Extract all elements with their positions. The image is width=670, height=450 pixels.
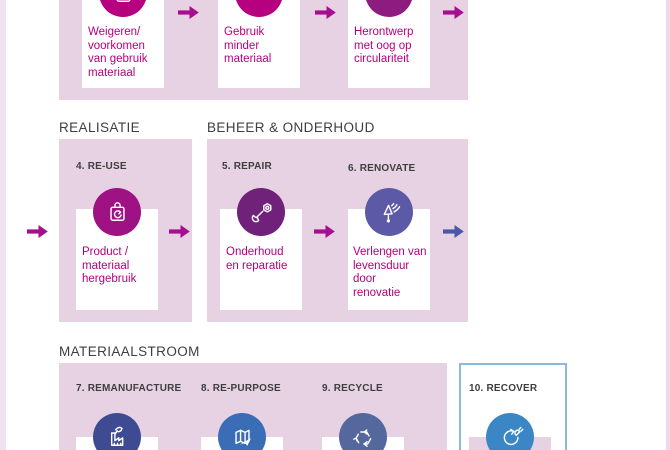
ruler-icon bbox=[244, 0, 275, 9]
redesign-circle bbox=[365, 0, 413, 17]
trowel-icon bbox=[383, 202, 400, 223]
flow-arrow-icon bbox=[177, 5, 200, 20]
flow-arrow-icon bbox=[168, 224, 191, 239]
repair-circle bbox=[237, 188, 285, 236]
redesign-icon bbox=[374, 0, 405, 9]
bag-icon bbox=[116, 0, 130, 2]
refuse-circle bbox=[99, 0, 147, 17]
bag-reuse-icon bbox=[109, 201, 125, 221]
card-label-re-use: 4. RE-USE bbox=[76, 161, 127, 172]
recycle-circle bbox=[339, 413, 387, 450]
factory-leaf-icon bbox=[110, 426, 123, 446]
section-title-materiaalstroom: MATERIAALSTROOM bbox=[59, 344, 200, 359]
flow-arrow-icon bbox=[442, 224, 465, 239]
frame-right-edge bbox=[666, 0, 670, 450]
card-refuse-desc: Weigeren/ voorkomen van gebruik materiaa… bbox=[88, 26, 148, 79]
re-purpose-circle bbox=[218, 413, 266, 450]
section-title-beheer-onderhoud: BEHEER & ONDERHOUD bbox=[207, 120, 375, 135]
card-label-repair: 5. REPAIR bbox=[222, 161, 272, 172]
flow-arrow-icon bbox=[26, 224, 49, 239]
wrench-nut-icon bbox=[251, 202, 272, 222]
card-re-use-desc: Product / materiaal hergebruik bbox=[82, 246, 137, 285]
card-reduce-desc: Gebruik minder materiaal bbox=[224, 26, 272, 65]
re-use-circle bbox=[93, 188, 141, 236]
card-repair-desc: Onderhoud en reparatie bbox=[226, 246, 288, 272]
card-label-remanufacture: 7. REMANUFACTURE bbox=[76, 383, 182, 394]
card-renovate-desc: Verlengen van levensduur door renovatie bbox=[353, 246, 427, 299]
flow-arrow-icon bbox=[314, 5, 337, 20]
card-label-renovate: 6. RENOVATE bbox=[348, 163, 416, 174]
card-label-recycle: 9. RECYCLE bbox=[322, 383, 383, 394]
flow-arrow-icon bbox=[313, 224, 336, 239]
recycle-icon bbox=[352, 428, 371, 447]
map-plane-icon bbox=[234, 429, 251, 446]
section-title-realisatie: REALISATIE bbox=[59, 120, 141, 135]
card-label-re-purpose: 8. RE-PURPOSE bbox=[201, 383, 281, 394]
recover-circle bbox=[486, 413, 534, 450]
card-label-recover: 10. RECOVER bbox=[469, 383, 538, 394]
renovate-circle bbox=[365, 188, 413, 236]
frame-left-edge bbox=[0, 0, 6, 450]
reduce-circle bbox=[235, 0, 283, 17]
flow-arrow-icon bbox=[442, 5, 465, 20]
card-redesign-desc: Herontwerp met oog op circulariteit bbox=[354, 26, 414, 65]
remanufacture-circle bbox=[93, 413, 141, 450]
plug-recover-icon bbox=[503, 426, 523, 445]
